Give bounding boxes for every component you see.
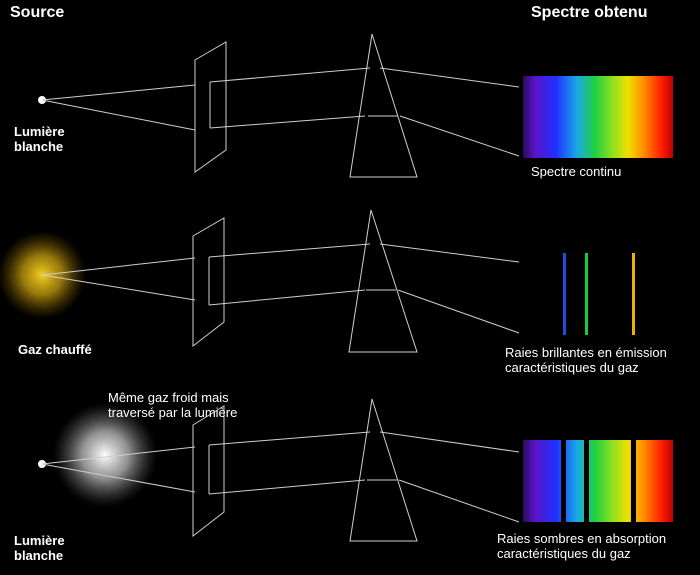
emission-line-blue	[563, 253, 566, 335]
row-absorption	[38, 398, 673, 542]
absorption-line-3	[631, 440, 636, 522]
continuous-spectrum	[523, 76, 673, 158]
beam-3	[41, 398, 520, 542]
row-continuous	[38, 33, 673, 178]
spectrum-header: Spectre obtenu	[531, 4, 648, 21]
spectrum-caption-1: Spectre continu	[531, 164, 622, 179]
beam-2	[41, 209, 520, 353]
emission-line-yellow	[632, 253, 635, 335]
row-emission	[0, 209, 635, 353]
beam-1	[41, 33, 520, 178]
absorption-line-2	[584, 440, 589, 522]
source-header: Source	[10, 4, 65, 21]
absorption-line-1	[561, 440, 566, 522]
cold-gas-glow	[53, 403, 157, 507]
source-label-2: Gaz chauffé	[18, 342, 92, 357]
absorption-spectrum	[523, 440, 673, 522]
emission-line-green	[585, 253, 588, 335]
